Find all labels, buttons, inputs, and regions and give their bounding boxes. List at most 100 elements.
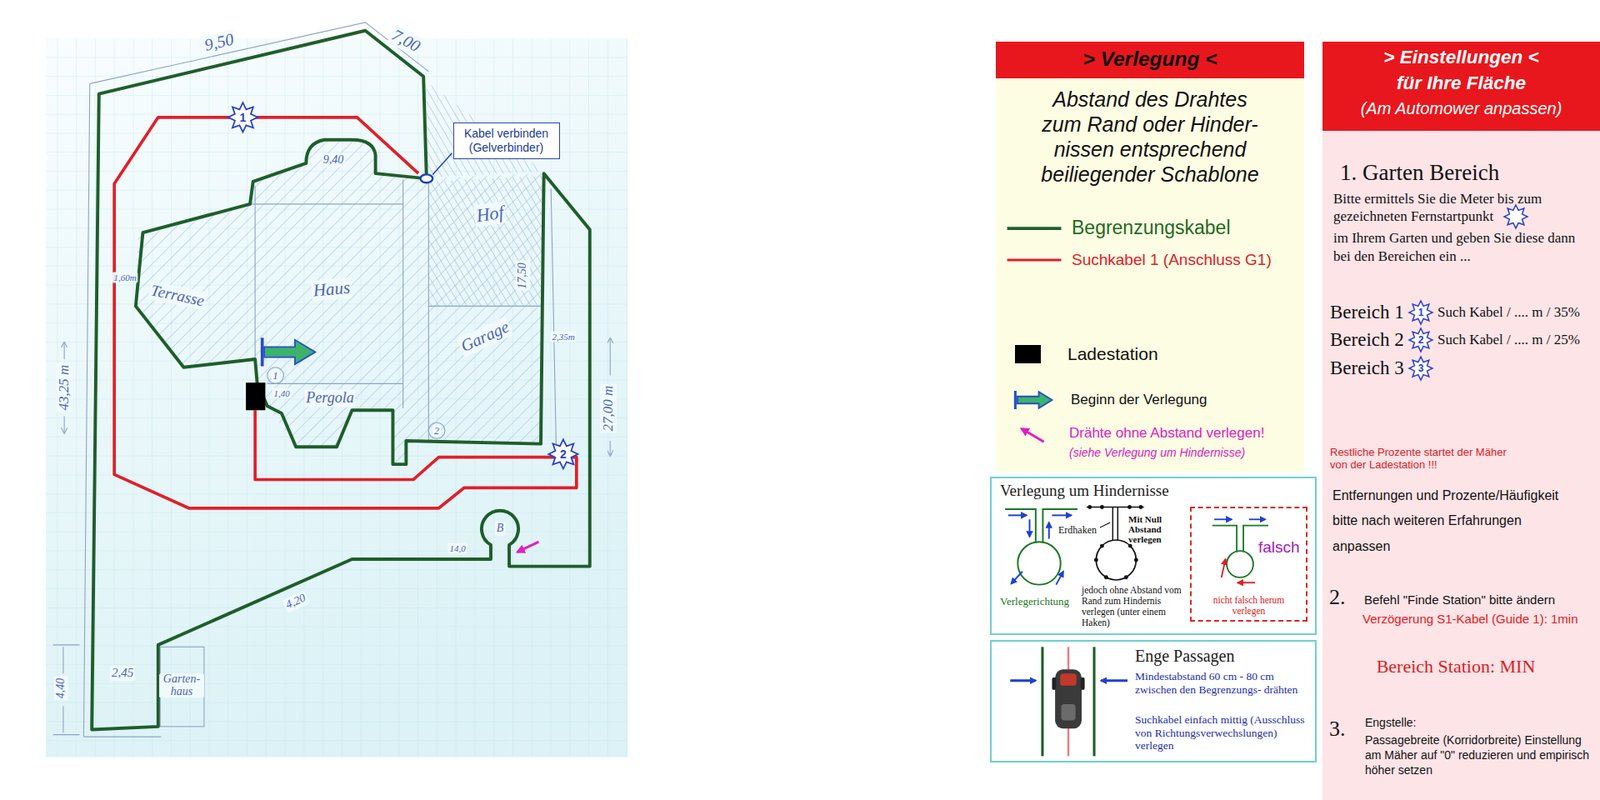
- ground-hook-figure: [1100, 522, 1110, 528]
- wrong-direction-figure: [1243, 525, 1269, 553]
- star-number: 1: [239, 110, 246, 125]
- house-area: [135, 140, 545, 465]
- legend-note: (siehe Verlegung um Hindernisse): [1069, 445, 1245, 460]
- narrow-passage-figure: [1100, 679, 1128, 682]
- callout-number: 1: [270, 369, 280, 382]
- dimension: 17,50: [515, 260, 530, 291]
- obstacle-figure: [1005, 509, 1078, 585]
- wrong-direction-figure: [1214, 518, 1232, 520]
- wrong-direction-figure: [1221, 559, 1226, 578]
- warning-word: falsch: [1258, 538, 1300, 557]
- obstacle-figure: [1055, 571, 1064, 585]
- dimension: 2,35m: [550, 331, 576, 343]
- instruction-text: Passagebreite (Korridorbreite) Einstellu…: [1365, 732, 1595, 779]
- instruction-text: Abstand des Drahtes zum Rand oder Hinder…: [1036, 86, 1264, 187]
- pencil-sketch: [550, 189, 556, 445]
- dimension: 27,00 m: [600, 384, 617, 434]
- ground-hook-figure: [1100, 505, 1105, 510]
- pencil-sketch: [90, 22, 430, 84]
- dimension: 14,0: [447, 543, 467, 555]
- pencil-sketch: [402, 180, 404, 409]
- legend-samples: [1014, 390, 1017, 410]
- remote-start-star: [1409, 205, 1528, 380]
- ground-hook-figure: [1094, 558, 1099, 563]
- pencil-sketch: [610, 440, 611, 455]
- setting-value: Bereich Station: MIN: [1347, 655, 1565, 678]
- callout-box: Kabel verbinden (Gelverbinder): [453, 122, 560, 160]
- star-number: 2: [1418, 334, 1425, 346]
- ground-hook-figure: [1127, 505, 1132, 510]
- obstacle-figure: [1051, 514, 1071, 516]
- cable-junction: [420, 153, 452, 184]
- pencil-sketch: [267, 383, 404, 385]
- figure-label: Erdhaken: [1058, 524, 1097, 536]
- callout-text: Kabel verbinden (Gelverbinder): [455, 126, 557, 155]
- narrow-passage-figure: [1060, 673, 1077, 686]
- dimension: 1,40: [271, 388, 291, 400]
- step-number: 3.: [1329, 716, 1346, 743]
- legend-samples: [1021, 428, 1045, 442]
- cable-junction: [420, 174, 433, 183]
- remote-start-star: [228, 102, 258, 132]
- pencil-sketch: [428, 180, 430, 441]
- instruction-text: Entfernungen und Prozente/Häufigkeit bit…: [1332, 483, 1575, 560]
- pencil-sketch: [428, 422, 445, 440]
- ground-hook-figure: [1104, 575, 1109, 580]
- step-number: 2.: [1329, 585, 1346, 611]
- wrong-example-box: falsch nicht falsch herum verlegen: [1190, 506, 1308, 622]
- pencil-sketch: [428, 305, 543, 307]
- ground-hook-figure: [1087, 505, 1143, 580]
- area-name: Bereich 3: [1330, 356, 1405, 380]
- narrow-passage-figure: [1010, 646, 1128, 756]
- figure-note: nicht falsch herum verlegen: [1196, 595, 1301, 617]
- legend-text: Beginn der Verlegung: [1070, 391, 1208, 409]
- panel-header: > Verlegung <: [995, 47, 1305, 72]
- legend-text: Drähte ohne Abstand verlegen!: [1069, 425, 1265, 442]
- pencil-sketch: [83, 736, 161, 738]
- legend-samples: [1007, 258, 1062, 261]
- cable-junction: [432, 153, 452, 175]
- narrow-passage-figure: [1055, 669, 1082, 729]
- wrong-direction-figure: [1237, 581, 1255, 584]
- star-number: 3: [1418, 362, 1425, 375]
- pencil-sketch: [83, 83, 90, 737]
- ground-hook-figure: [1139, 505, 1144, 510]
- obstacle-figure: [1042, 509, 1078, 543]
- ground-hook-figure: [1112, 507, 1114, 541]
- area-name: Hof: [473, 201, 507, 228]
- legend-text: Ladestation: [1067, 344, 1159, 365]
- house-area: [428, 175, 544, 307]
- pencil-sketch: [255, 185, 256, 358]
- pencil-sketch: [53, 22, 611, 737]
- pencil-sketch: [250, 203, 404, 205]
- area-setting: Such Kabel / .... m / 25%: [1437, 331, 1580, 349]
- area-setting: Such Kabel / .... m / 35%: [1437, 304, 1580, 321]
- legend-samples: [1007, 226, 1062, 230]
- area-name: Bereich 2: [1330, 328, 1405, 351]
- narrow-passage-figure: [1067, 646, 1070, 756]
- narrow-passage-figure: [1051, 677, 1056, 690]
- narrow-passage-figure: [1080, 677, 1085, 690]
- obstacle-name: B: [495, 521, 506, 536]
- pencil-sketch: [64, 416, 65, 434]
- remote-start-star: [548, 439, 578, 469]
- narrow-passage-figure: [1040, 646, 1044, 756]
- info-box: Enge PassagenMindestabstand 60 cm - 80 c…: [990, 640, 1317, 763]
- figure-label: Mit Null Abstand verlegen: [1128, 514, 1177, 545]
- instruction-text: im Ihrem Garten und geben Sie diese dann…: [1333, 229, 1584, 266]
- obstacle-figure: [1048, 522, 1050, 540]
- instruction-text: Suchkabel einfach mittig (Ausschluss von…: [1135, 713, 1312, 753]
- narrow-passage-figure: [1092, 646, 1095, 756]
- pencil-sketch: [62, 705, 64, 733]
- obstacle-figure: [1008, 514, 1027, 516]
- remote-start-star: [1409, 356, 1433, 380]
- instruction-text: Engstelle:: [1365, 715, 1416, 730]
- narrow-passage-figure: [1060, 704, 1075, 721]
- pencil-sketch: [53, 644, 80, 645]
- ground-hook-figure: [1134, 558, 1139, 563]
- area-name: Haus: [310, 277, 353, 302]
- dimension: 43,25 m: [55, 363, 73, 413]
- obstacle-figure: [1010, 571, 1022, 585]
- legend-samples: [1017, 391, 1053, 409]
- remote-start-star: [1409, 328, 1433, 352]
